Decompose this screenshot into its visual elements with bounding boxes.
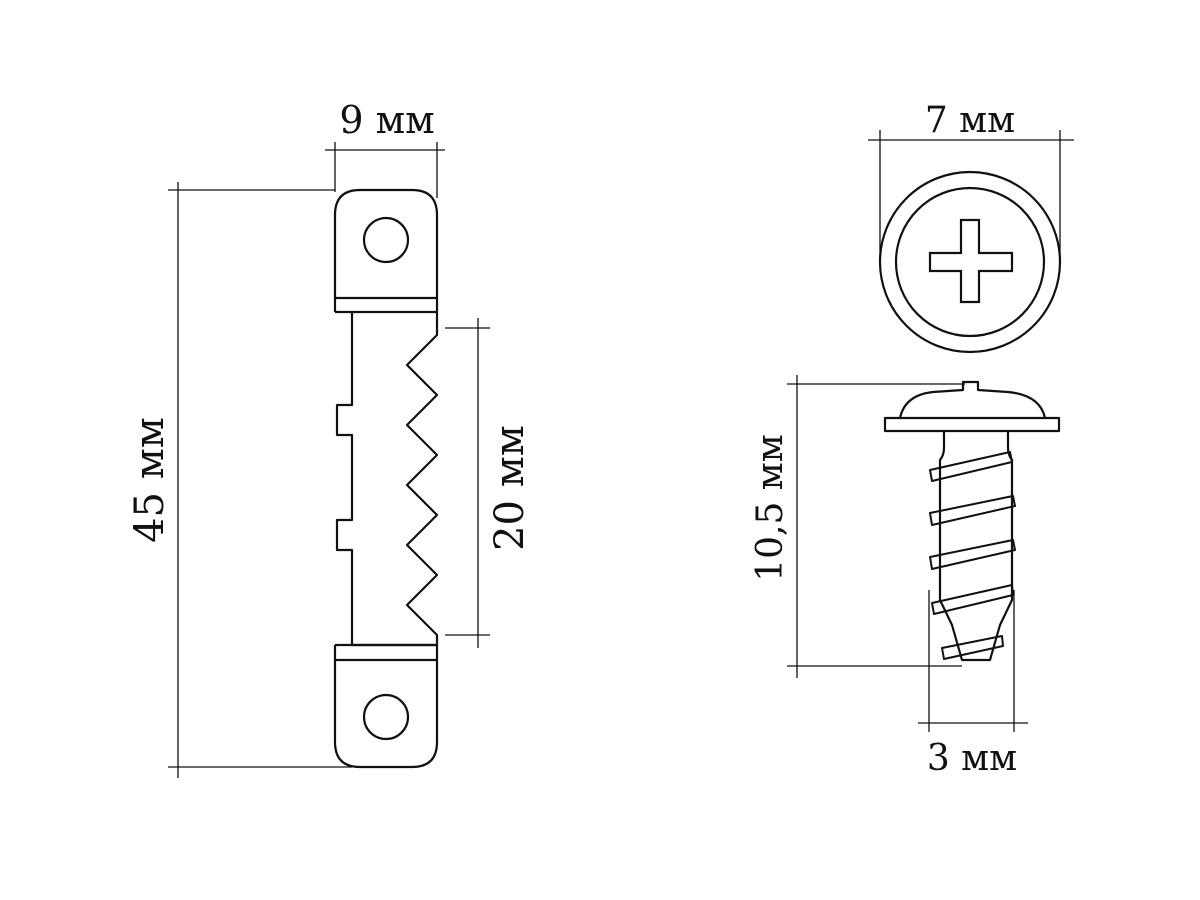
hanger-dimension-lines (168, 142, 490, 778)
screw-length-label: 10,5 мм (750, 434, 791, 582)
hanger-top-lug (333, 188, 439, 300)
sawtooth-hanger (333, 188, 439, 769)
screw-washer-flange (883, 416, 1061, 433)
phillips-cross-icon (928, 218, 1014, 304)
hanger-height-label: 45 мм (127, 417, 173, 543)
hanger-bottom-hole (362, 693, 410, 741)
hanger-teeth-label: 20 мм (487, 425, 533, 551)
hanger-top-hole (362, 216, 410, 264)
screw-head-dome (898, 380, 1047, 419)
screw-side-dimension-lines (787, 375, 1028, 732)
screw-head-dimension-lines (868, 130, 1074, 262)
screw-head-top-view (878, 170, 1062, 354)
hanger-bottom-lug (333, 645, 439, 769)
hanger-toothed-body (335, 312, 439, 647)
screw-head-outer-rim (878, 170, 1062, 354)
screw-head-inner-rim (894, 186, 1046, 338)
screw-side-view (883, 380, 1061, 662)
screw-threads (929, 451, 1016, 660)
hanger-width-label: 9 мм (339, 98, 434, 142)
screw-head-label: 7 мм (925, 100, 1015, 141)
screw-shank-label: 3 мм (927, 738, 1017, 779)
